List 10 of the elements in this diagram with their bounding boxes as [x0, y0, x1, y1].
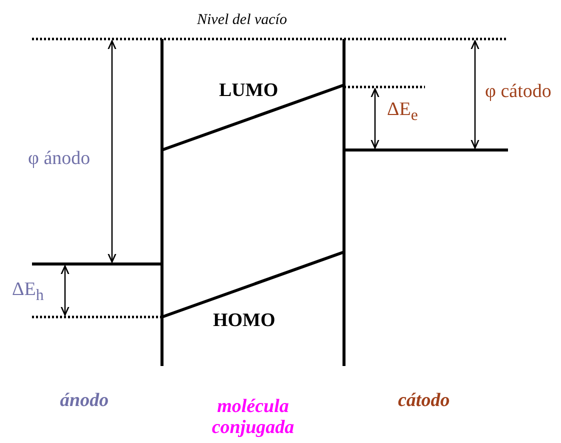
- electrode-label: ánodo: [60, 391, 109, 412]
- level-label: HOMO: [213, 311, 276, 332]
- molecule-label: molécula conjugada: [210, 397, 296, 439]
- electrode-label: cátodo: [398, 391, 450, 412]
- energy-gap-label: ΔE$_{h}$: [12, 280, 44, 304]
- work-function-label: φ ánodo: [28, 149, 90, 170]
- level-label: LUMO: [219, 81, 278, 102]
- energy-gap-label: ΔE$_{e}$: [387, 100, 418, 124]
- level-label: Nivel del vacío: [197, 12, 287, 28]
- work-function-label: φ cátodo: [485, 82, 552, 103]
